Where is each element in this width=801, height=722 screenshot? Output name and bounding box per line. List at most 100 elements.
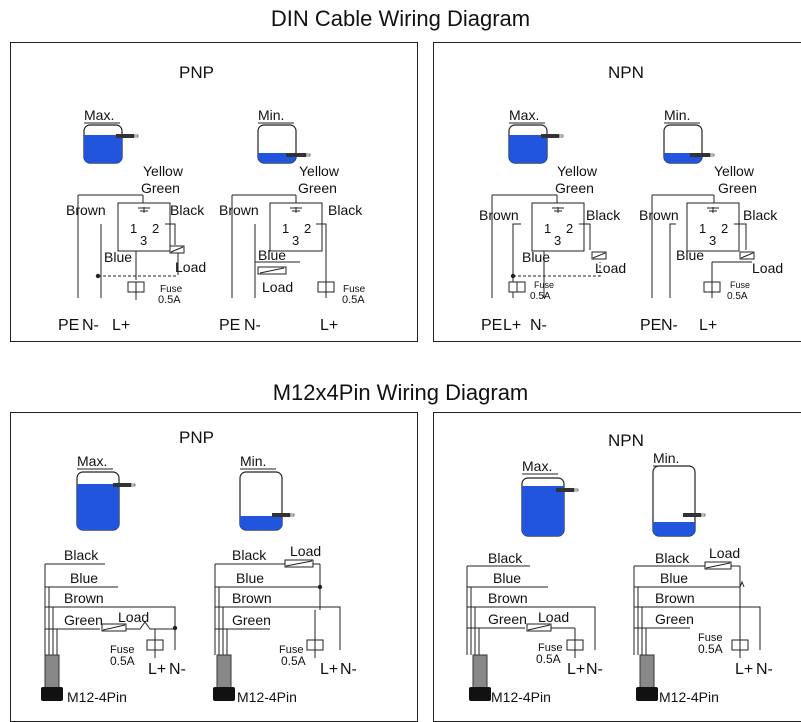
terminal-n: N- — [244, 317, 261, 334]
level-probe — [556, 488, 574, 492]
load-slash — [102, 624, 126, 631]
min-level-label: Min. — [653, 450, 679, 466]
m12-plug-nut — [636, 687, 658, 701]
wire-color-yellow: Yellow — [557, 163, 598, 179]
wire-color-black: Black — [64, 547, 99, 563]
min-level-label: Min. — [664, 107, 690, 123]
terminal-l: L+ — [320, 661, 338, 678]
wire-color-green: Green — [488, 611, 527, 627]
wire — [634, 586, 639, 655]
fuse-label: Fuse — [110, 644, 134, 656]
m12-plug-body — [44, 654, 60, 690]
wire-color-blue: Blue — [236, 570, 264, 586]
wire — [215, 628, 228, 655]
junction-dot — [95, 273, 101, 279]
din-npn-title: NPN — [608, 63, 644, 82]
wire-color-brown: Brown — [639, 207, 679, 223]
din-pin-2: 2 — [152, 221, 159, 236]
wire-color-blue: Blue — [70, 570, 98, 586]
din-pin-2: 2 — [304, 221, 311, 236]
fuse-rating: 0.5A — [530, 291, 551, 302]
black-wire — [165, 223, 176, 245]
m12-pnp-title: PNP — [179, 428, 214, 447]
fuse-rating: 0.5A — [342, 294, 365, 306]
m12-connector-label: M12-4Pin — [237, 689, 297, 705]
level-probe — [272, 513, 290, 517]
wire-color-green: Green — [298, 180, 337, 196]
max-level-label: Max. — [522, 458, 552, 474]
terminal-l: L+ — [112, 317, 130, 334]
fuse-rating: 0.5A — [727, 291, 748, 302]
probe-tip — [130, 483, 136, 487]
probe-tip — [573, 488, 579, 492]
wire — [215, 586, 220, 655]
wire-color-yellow: Yellow — [143, 163, 184, 179]
m12-plug-body — [216, 654, 232, 690]
junction-dot — [172, 625, 178, 631]
black-wire — [734, 223, 747, 250]
fuse-label: Fuse — [538, 642, 562, 654]
din-pin-2: 2 — [566, 221, 573, 236]
wire-color-black: Black — [232, 547, 267, 563]
level-probe — [286, 153, 306, 157]
terminal-pe: PE — [219, 317, 240, 334]
m12-plug-nut — [469, 687, 491, 701]
wire — [45, 586, 50, 655]
wire — [669, 223, 676, 298]
wire — [634, 606, 761, 650]
wire-color-green: Green — [141, 180, 180, 196]
fuse-rating: 0.5A — [158, 294, 181, 306]
wire-color-green: Green — [718, 180, 757, 196]
wire — [634, 580, 745, 588]
wire — [45, 628, 58, 655]
wire — [634, 627, 647, 655]
load-label: Load — [595, 260, 626, 276]
terminal-l: L+ — [735, 661, 753, 678]
fuse-rating: 0.5A — [536, 652, 561, 666]
load-slash — [285, 560, 313, 567]
wire-color-brown: Brown — [479, 207, 519, 223]
load-label: Load — [290, 543, 321, 559]
wire-color-black: Black — [328, 202, 363, 218]
wire-color-black: Black — [655, 550, 690, 566]
m12-plug-body — [639, 654, 655, 690]
probe-tip — [700, 513, 706, 517]
wire-color-brown: Brown — [64, 590, 104, 606]
din-pin-3: 3 — [140, 233, 147, 248]
terminal-pe: PE — [640, 317, 661, 334]
m12-plug-nut — [213, 687, 235, 701]
wire — [512, 223, 521, 298]
wire-color-green: Green — [555, 180, 594, 196]
din-pin-2: 2 — [721, 221, 728, 236]
fuse-label: Fuse — [534, 280, 554, 290]
fuse-label: Fuse — [730, 280, 750, 290]
wire-color-black: Black — [488, 550, 523, 566]
wire-color-blue: Blue — [493, 570, 521, 586]
terminal-n: N- — [756, 661, 773, 678]
load-slash — [740, 252, 754, 259]
terminal-l: L+ — [503, 317, 521, 334]
probe-tip — [133, 134, 139, 138]
wire-color-brown: Brown — [232, 590, 272, 606]
wire — [467, 606, 476, 655]
terminal-l: L+ — [699, 317, 717, 334]
fuse-label: Fuse — [279, 644, 303, 656]
terminal-n: N- — [661, 317, 678, 334]
din-pin-1: 1 — [130, 221, 137, 236]
probe-tip — [558, 134, 564, 138]
load-slash — [259, 267, 285, 274]
wire-color-yellow: Yellow — [299, 163, 340, 179]
din-npn-panel: NPN — [433, 42, 801, 342]
wire — [215, 606, 341, 650]
terminal-n: N- — [530, 317, 547, 334]
probe-tip — [709, 153, 715, 157]
fuse-rating: 0.5A — [281, 654, 306, 668]
load-label: Load — [175, 259, 206, 275]
level-probe — [113, 483, 131, 487]
wire-color-green: Green — [655, 611, 694, 627]
wire-color-blue: Blue — [104, 249, 132, 265]
load-label: Load — [538, 609, 569, 625]
level-probe — [541, 134, 559, 138]
m12-connector-label: M12-4Pin — [659, 689, 719, 705]
wire-color-brown: Brown — [488, 590, 528, 606]
